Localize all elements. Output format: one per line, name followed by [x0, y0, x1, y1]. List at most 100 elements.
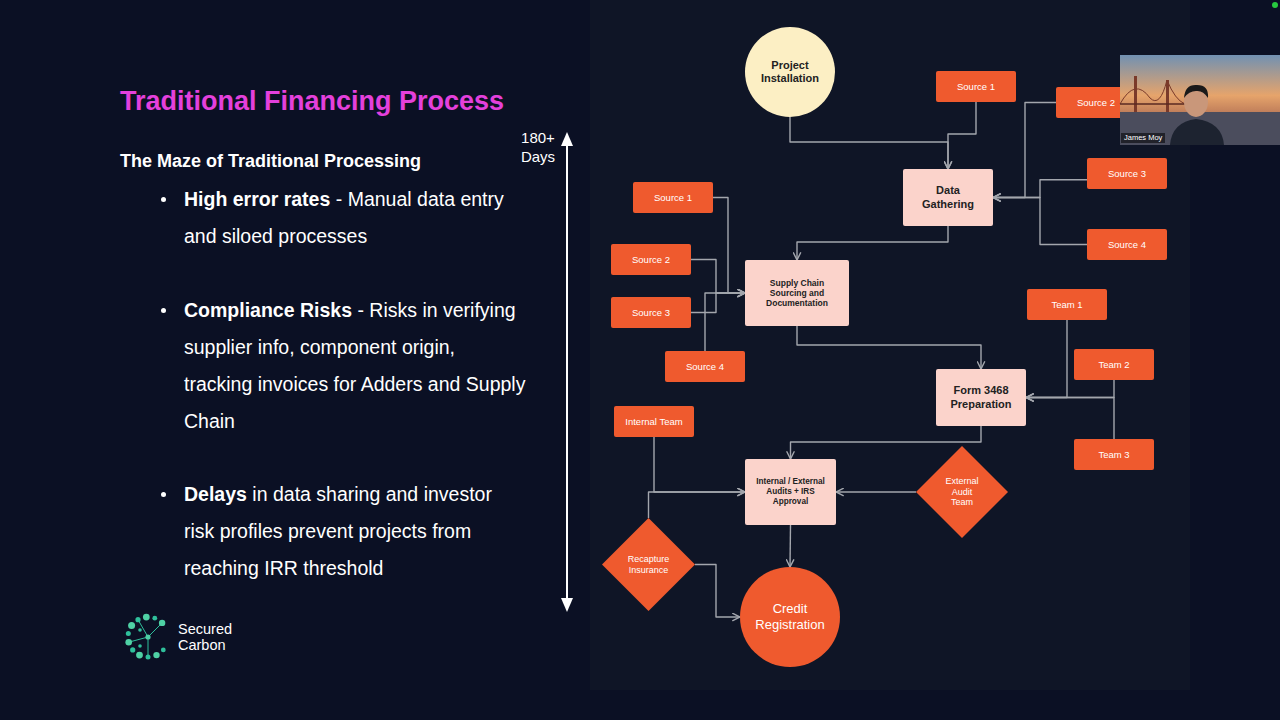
logo-dot — [145, 634, 150, 639]
logo-dot — [125, 639, 132, 646]
video-thumbnail — [1120, 55, 1280, 145]
node-label: Form 3468 Preparation — [944, 384, 1018, 410]
diamond-outline — [916, 446, 1008, 538]
bullet-dot — [161, 492, 166, 497]
process-box: Source 3 — [1087, 158, 1167, 189]
bridge-cable — [1120, 80, 1185, 104]
node-label: Source 2 — [1077, 97, 1115, 108]
bridge-deck — [1120, 103, 1185, 105]
connector-arrow — [691, 260, 745, 294]
node-label: Team 3 — [1098, 449, 1129, 460]
bullet-lead: Delays — [184, 483, 247, 505]
connector-arrow — [790, 117, 948, 169]
logo-dot — [136, 652, 143, 659]
logo-dot — [161, 648, 166, 653]
terminal-circle: Credit Registration — [740, 567, 840, 667]
node-label: External Audit Team — [941, 476, 983, 508]
connector-arrow — [705, 293, 745, 351]
node-label: Internal Team — [625, 416, 682, 427]
process-box: Source 3 — [611, 297, 691, 328]
person-body — [1170, 119, 1224, 145]
bullet-lead: High error rates — [184, 188, 330, 210]
connector-arrow — [789, 525, 791, 567]
node-label: Credit Registration — [748, 601, 832, 632]
terminal-circle: Project Installation — [745, 27, 835, 117]
connector-arrow — [713, 198, 745, 294]
process-box: Form 3468 Preparation — [936, 369, 1026, 426]
status-dot — [1272, 2, 1278, 8]
person-head — [1184, 87, 1208, 117]
bridge-tower — [1166, 80, 1169, 112]
node-label: Team 1 — [1051, 299, 1082, 310]
process-box: Team 2 — [1074, 349, 1154, 380]
logo-dot — [159, 620, 165, 626]
node-label: Source 3 — [1108, 168, 1146, 179]
speaker-name: James Moy — [1121, 133, 1165, 143]
process-box: Team 1 — [1027, 289, 1107, 320]
connector-arrow — [797, 326, 981, 369]
decision-diamond: Recapture Insurance — [602, 518, 695, 611]
process-box: Supply Chain Sourcing and Documentation — [745, 260, 849, 326]
node-label: Source 1 — [654, 192, 692, 203]
node-label: Project Installation — [751, 59, 829, 85]
node-label: Source 4 — [686, 361, 724, 372]
connector-arrow — [695, 565, 740, 618]
duration-arrow-line — [566, 142, 568, 602]
bridge-tower — [1134, 76, 1137, 112]
logo-dot — [153, 652, 159, 658]
logo-dot — [128, 622, 135, 629]
connector-arrow — [948, 102, 976, 169]
logo-dot — [138, 628, 142, 632]
node-label: Recapture Insurance — [616, 554, 682, 576]
node-label: Data Gathering — [911, 184, 985, 210]
bullet-item: Delaysin data sharing and investor risk … — [184, 476, 526, 587]
connector-arrow — [1026, 320, 1067, 398]
connector-arrow — [654, 437, 745, 492]
process-box: Internal / External Audits + IRS Approva… — [745, 459, 836, 525]
process-box: Source 1 — [633, 182, 713, 213]
bullet-dot — [161, 308, 166, 313]
connector-arrow — [1026, 398, 1114, 440]
video-water — [1120, 112, 1280, 145]
annotation-label: Secured Carbon — [178, 622, 242, 653]
diamond-outline — [602, 518, 695, 611]
node-label: Source 2 — [632, 254, 670, 265]
logo-link — [148, 637, 149, 657]
bullet-item: Compliance Risks- Risks in verifying sup… — [184, 292, 526, 440]
circle-outline — [745, 27, 835, 117]
slide-title: Traditional Financing Process — [120, 85, 504, 117]
connector-arrow — [791, 426, 982, 459]
circle-outline — [740, 567, 840, 667]
node-label: Team 2 — [1098, 359, 1129, 370]
node-label: Source 3 — [632, 307, 670, 318]
process-box: Source 4 — [1087, 229, 1167, 260]
logo-dot — [138, 644, 142, 648]
connector-arrow — [993, 180, 1087, 198]
logo-link — [138, 620, 148, 637]
connector-arrow — [1026, 380, 1114, 398]
connector-arrow — [691, 293, 745, 313]
duration-arrow-head — [561, 132, 573, 146]
logo-dot — [143, 614, 150, 621]
process-box: Data Gathering — [903, 169, 993, 226]
connector-arrow — [836, 491, 916, 492]
process-box: Internal Team — [614, 406, 694, 437]
decision-diamond: External Audit Team — [916, 446, 1008, 538]
bullet-item: High error rates- Manual data entry and … — [184, 181, 526, 255]
logo-dot — [126, 631, 131, 636]
logo-dot — [130, 647, 135, 652]
logo-dot — [152, 616, 157, 621]
connector-arrow — [993, 198, 1087, 245]
slide-subtitle: The Maze of Traditional Processing — [120, 150, 421, 172]
person-hair — [1184, 85, 1208, 98]
bullet-dot — [161, 197, 166, 202]
node-label: Source 4 — [1108, 239, 1146, 250]
node-label: Internal / External Audits + IRS Approva… — [755, 477, 827, 507]
process-box: Source 4 — [665, 351, 745, 382]
connector-arrow — [797, 226, 948, 260]
node-label: Supply Chain Sourcing and Documentation — [757, 278, 837, 309]
process-box: Source 1 — [936, 71, 1016, 102]
duration-arrow-head — [561, 598, 573, 612]
